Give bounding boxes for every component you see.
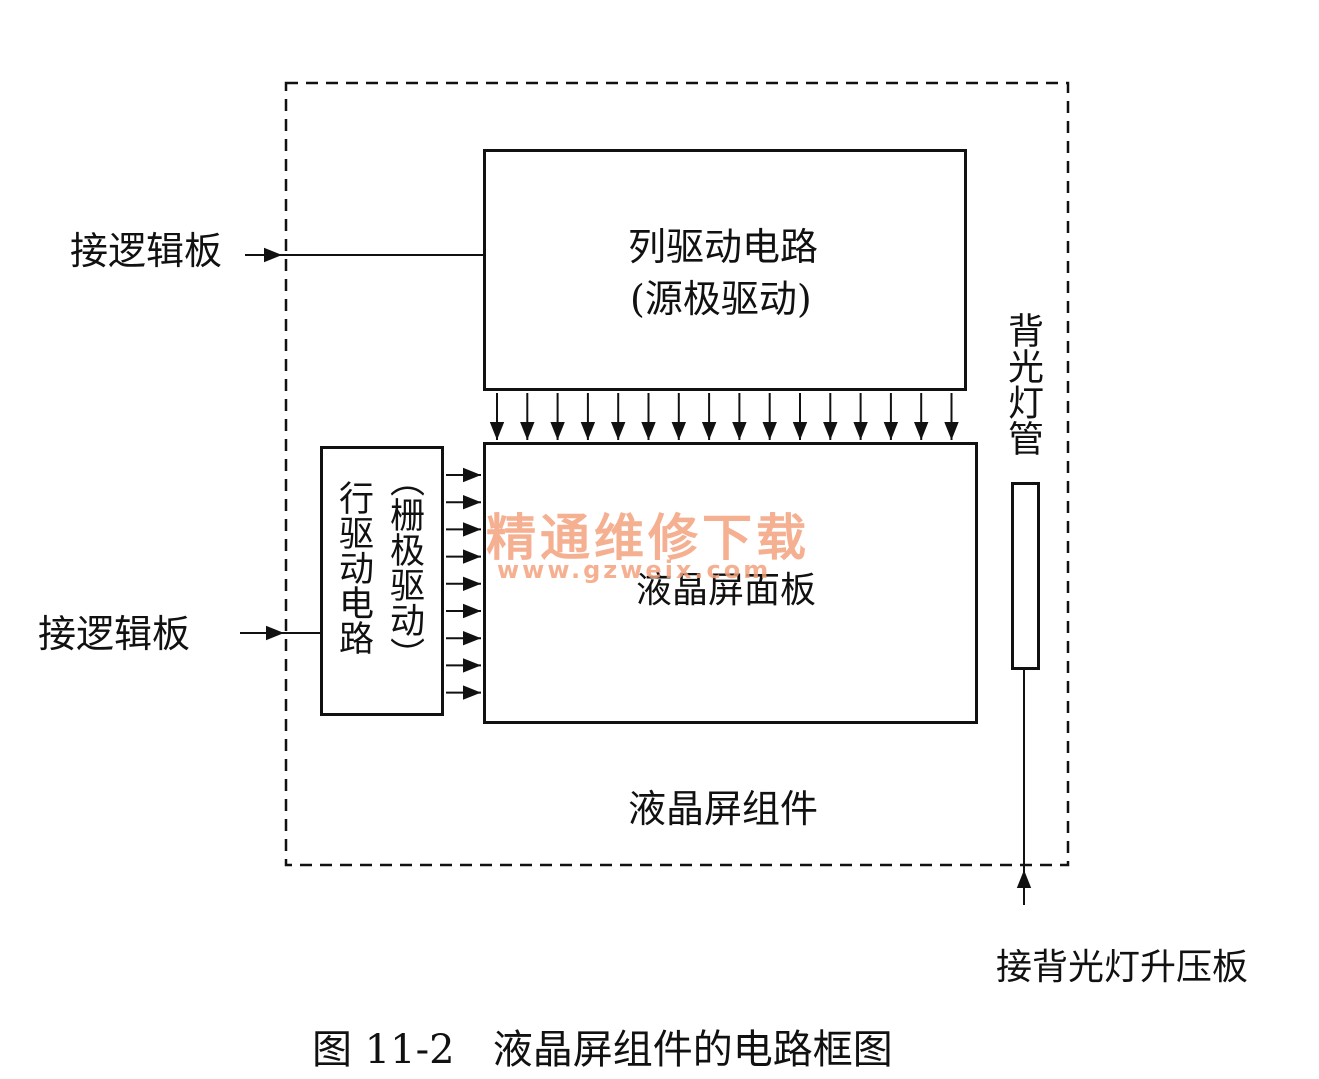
to-backlight-inverter-label: 接背光灯升压板 (996, 947, 1249, 988)
column-driver-box (483, 149, 967, 391)
column-driver-sublabel: (源极驱动) (630, 277, 812, 321)
row-driver-sublabel: （栅极驱动） (384, 462, 424, 672)
lcd-panel-box (483, 442, 978, 724)
to-logic-board-left-label: 接逻辑板 (38, 612, 191, 656)
column-driver-output-arrows (489, 393, 959, 440)
figure-caption: 图 11-2 液晶屏组件的电路框图 (312, 1027, 893, 1073)
assembly-boundary (284, 81, 1070, 867)
backlight-tube-box (1011, 482, 1040, 670)
lcd-assembly-label: 液晶屏组件 (628, 787, 819, 831)
to-logic-board-top-label: 接逻辑板 (70, 229, 223, 273)
row-driver-box (320, 446, 444, 716)
watermark-url: www.gzweix.com (497, 556, 772, 584)
row-driver-output-arrows (446, 467, 481, 700)
row-driver-label: 行驱动电路 (333, 480, 373, 655)
lcd-panel-label: 液晶屏面板 (636, 570, 817, 611)
column-driver-label: 列驱动电路 (628, 225, 819, 269)
watermark-text: 精通维修下载 (486, 509, 810, 567)
backlight-tube-label: 背光灯管 (1002, 312, 1043, 456)
